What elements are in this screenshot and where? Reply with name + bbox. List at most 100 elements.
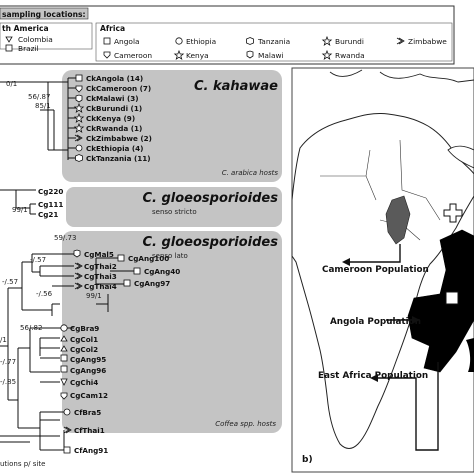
legend-zimbabwe: Zimbabwe (408, 37, 447, 46)
square-icon (103, 37, 111, 45)
legend-ethiopia: Ethiopia (186, 37, 216, 46)
pentagon-icon (75, 85, 83, 93)
gloeosporioides-sl-clade: C. gloeosporioides senso lato Coffea spp… (0, 234, 278, 437)
support-value: 99/1 (86, 292, 102, 300)
clade-title: C. kahawae (194, 79, 278, 94)
chevron-icon (74, 134, 83, 142)
taxon-label: CgCam12 (70, 391, 108, 400)
support-value: 0/1 (6, 80, 17, 88)
legend-burundi: Burundi (335, 37, 364, 46)
taxon-label: Cg111 (38, 200, 63, 209)
africa-outline (291, 113, 474, 449)
taxon-label: CkKenya (9) (86, 114, 135, 123)
taxon-label: CgThai3 (84, 272, 117, 281)
taxon-label: CfBra5 (74, 408, 101, 417)
circle-icon (60, 324, 68, 332)
square-icon (63, 446, 71, 454)
hexagon-icon (75, 154, 83, 162)
square-icon (133, 267, 141, 275)
square-icon (75, 74, 83, 82)
chevron-icon (74, 282, 83, 290)
heart-icon (75, 94, 83, 103)
legend-cameroon: Cameroon (114, 51, 152, 60)
legend-america-label: th America (2, 24, 49, 33)
chevron-icon (63, 426, 72, 434)
square-icon (445, 291, 459, 305)
legend-malawi: Malawi (258, 51, 284, 60)
kahawae-clade-panel (62, 70, 282, 182)
taxon-label: CfThai1 (74, 426, 105, 435)
clade-note: senso lato (152, 252, 188, 260)
star-outline-icon (73, 122, 85, 133)
taxon-label: CkTanzania (11) (86, 154, 151, 163)
circle-icon (175, 37, 183, 45)
gloeosporioides-ss-panel (66, 187, 282, 227)
heart-icon (73, 249, 81, 258)
taxon-label: CfAng91 (74, 446, 108, 455)
star-icon (321, 35, 333, 46)
taxon-label: Cg220 (38, 187, 63, 196)
africa-map: Cameroon Population Angola Population Ea… (291, 67, 474, 473)
hexagon-icon (246, 37, 254, 45)
population-label: Cameroon Population (322, 265, 429, 275)
circle-icon (63, 408, 71, 416)
panel-label: b) (302, 455, 313, 465)
circle-icon (75, 144, 83, 152)
gloeosporioides-ss-clade: C. gloeosporioides senso stricto 99/1 Cg… (0, 187, 278, 219)
square-icon (60, 354, 68, 362)
scale-bar: utions p/ site (0, 441, 45, 468)
chevron-icon (74, 272, 83, 280)
legend-angola: Angola (114, 37, 140, 46)
taxon-label: CkZimbabwe (2) (86, 134, 152, 143)
support-value: 59/.73 (54, 234, 76, 242)
support-value: -/.56 (36, 290, 53, 298)
star-outline-icon (321, 49, 333, 60)
star-icon (73, 112, 85, 123)
triangle-up-icon (60, 345, 68, 352)
outgroup-clade: CfBra5 CfThai1 CfAng91 (0, 408, 108, 455)
pentagon-icon (103, 51, 111, 59)
clade-title: C. gloeosporioides (142, 191, 278, 206)
support-value: 56/.87 (28, 93, 50, 101)
support-value: 85/1 (35, 102, 51, 110)
scale-label: utions p/ site (0, 460, 45, 468)
taxon-label: CkAngola (14) (86, 74, 143, 83)
support-value: -/.77 (0, 358, 16, 366)
clade-host-note: Coffea spp. hosts (215, 420, 276, 428)
legend-colombia: Colombia (18, 35, 53, 44)
triangle-up-icon (60, 335, 68, 342)
taxon-label: CgBra9 (70, 324, 99, 333)
triangle-down-icon (5, 36, 13, 43)
square-icon (117, 254, 125, 262)
chevron-icon (74, 262, 83, 270)
taxon-label: CgAng97 (134, 279, 170, 288)
star-icon (173, 49, 185, 60)
support-value: -/.85 (0, 378, 16, 386)
taxon-label: CkMalawi (3) (86, 94, 139, 103)
legend-rwanda: Rwanda (335, 51, 365, 60)
square-icon (60, 365, 68, 373)
kahawae-clade: C. kahawae C. arabica hosts 0/1 56/.87 8… (0, 74, 278, 177)
taxon-label: CgAng100 (128, 254, 169, 263)
taxon-label: CgAng95 (70, 355, 106, 364)
support-value: -/.57 (2, 278, 18, 286)
legend-tanzania: Tanzania (257, 37, 290, 46)
taxon-label: CkBurundi (1) (86, 104, 142, 113)
taxon-label: CgAng40 (144, 267, 180, 276)
taxon-label: CgThai4 (84, 282, 117, 291)
legend-africa-label: Africa (100, 24, 125, 33)
square-icon (5, 44, 13, 52)
clade-title: C. gloeosporioides (142, 235, 278, 250)
taxon-label: CgThai2 (84, 262, 117, 271)
taxon-label: CgCol2 (70, 345, 98, 354)
population-label: Angola Population (330, 317, 421, 327)
clade-host-note: C. arabica hosts (222, 169, 279, 177)
taxon-label: CgMal5 (84, 250, 114, 259)
legend-title: sampling locations: (2, 10, 86, 19)
taxon-label: CgChi4 (70, 378, 98, 387)
chevron-icon (396, 37, 405, 45)
heart-icon (246, 50, 254, 59)
square-icon (123, 279, 131, 287)
sampling-legend: sampling locations: th America Colombia … (0, 5, 455, 65)
